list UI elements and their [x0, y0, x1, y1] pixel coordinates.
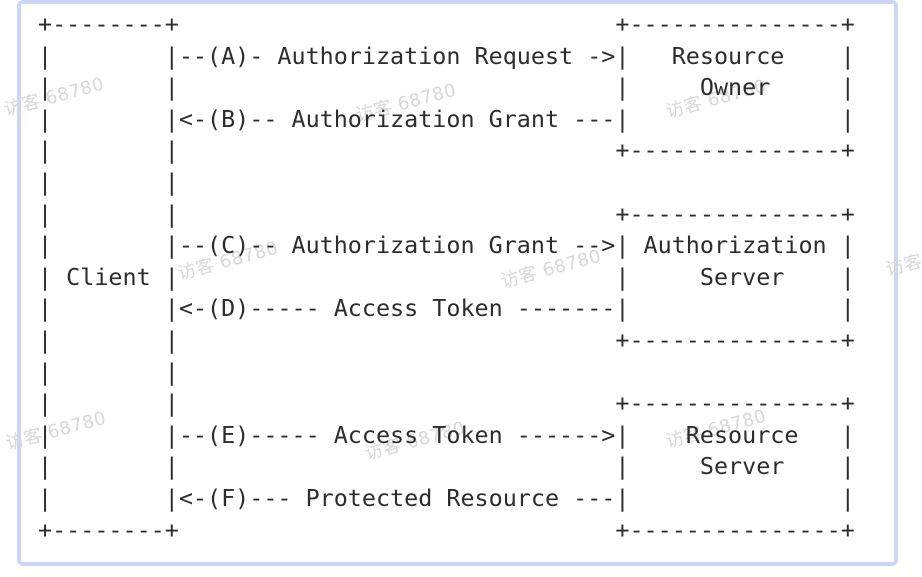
diagram-panel	[17, 0, 898, 566]
oauth-flow-ascii-diagram: +--------+ +---------------+ | |--(A)- A…	[38, 10, 855, 544]
